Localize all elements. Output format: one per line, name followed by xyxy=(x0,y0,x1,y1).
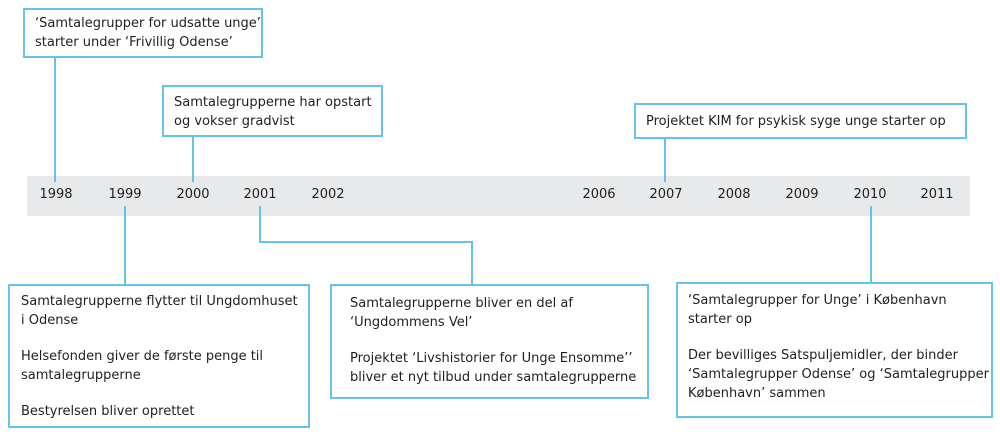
year-label-2009: 2009 xyxy=(785,187,819,202)
year-label-2006: 2006 xyxy=(582,187,616,202)
connector-2010 xyxy=(870,206,872,284)
year-label-2002: 2002 xyxy=(311,187,345,202)
event-2001-line-4: bliver et nyt tilbud under samtalegruppe… xyxy=(350,370,637,385)
event-2001-line-1: Samtalegrupperne bliver en del af xyxy=(350,296,573,311)
year-label-2001: 2001 xyxy=(243,187,277,202)
event-2000-line-2: og vokser gradvist xyxy=(174,114,295,129)
connector-2001-run xyxy=(259,241,473,243)
connector-1999 xyxy=(124,206,126,286)
event-1998-text: ‘Samtalegrupper for udsatte unge’ starte… xyxy=(35,14,261,52)
event-1999-line-4: samtalegrupperne xyxy=(21,368,141,383)
event-2010-line-5: København’ sammen xyxy=(688,386,826,401)
event-1999-line-5: Bestyrelsen bliver oprettet xyxy=(21,404,195,419)
event-2010-line-1: ‘Samtalegrupper for Unge’ i København xyxy=(688,293,947,308)
event-1999-line-1: Samtalegrupperne flytter til Ungdomhuset xyxy=(21,294,298,309)
event-box-2000: Samtalegrupperne har opstart og vokser g… xyxy=(162,85,383,137)
event-1998-line-1: ‘Samtalegrupper for udsatte unge’ xyxy=(35,16,261,31)
year-label-1998: 1998 xyxy=(39,187,73,202)
event-2010-para-2: Der bevilliges Satspuljemidler, der bind… xyxy=(688,346,989,403)
event-1999-para-2: Helsefonden giver de første penge til sa… xyxy=(21,347,297,385)
event-box-2001: Samtalegrupperne bliver en del af ‘Ungdo… xyxy=(330,284,649,399)
connector-1998 xyxy=(54,56,56,182)
event-2007-line-1: Projektet KIM for psykisk syge unge star… xyxy=(646,114,946,129)
timeline-band xyxy=(27,176,970,216)
event-1999-para-3: Bestyrelsen bliver oprettet xyxy=(21,402,297,421)
event-2000-text: Samtalegrupperne har opstart og vokser g… xyxy=(174,93,372,131)
connector-2001-drop xyxy=(259,206,261,242)
event-2000-line-1: Samtalegrupperne har opstart xyxy=(174,95,372,110)
year-label-2000: 2000 xyxy=(176,187,210,202)
year-label-2011: 2011 xyxy=(920,187,954,202)
event-2001-line-2: ‘Ungdommens Vel’ xyxy=(350,315,473,330)
year-label-2007: 2007 xyxy=(649,187,683,202)
connector-2007 xyxy=(664,137,666,182)
connector-2000 xyxy=(192,135,194,182)
event-1999-line-2: i Odense xyxy=(21,313,79,328)
event-1999-para-1: Samtalegrupperne flytter til Ungdomhuset… xyxy=(21,292,298,330)
event-2010-line-2: starter op xyxy=(688,312,752,327)
event-box-2007: Projektet KIM for psykisk syge unge star… xyxy=(634,103,967,139)
event-1999-line-3: Helsefonden giver de første penge til xyxy=(21,349,264,364)
event-2001-para-1: Samtalegrupperne bliver en del af ‘Ungdo… xyxy=(350,294,629,332)
year-label-1999: 1999 xyxy=(108,187,142,202)
event-2010-line-3: Der bevilliges Satspuljemidler, der bind… xyxy=(688,348,959,363)
event-2010-para-1: ‘Samtalegrupper for Unge’ i København st… xyxy=(688,291,981,329)
year-label-2010: 2010 xyxy=(853,187,887,202)
event-box-1999: Samtalegrupperne flytter til Ungdomhuset… xyxy=(8,284,310,428)
year-label-2008: 2008 xyxy=(717,187,751,202)
event-box-2010: ‘Samtalegrupper for Unge’ i København st… xyxy=(676,282,993,418)
event-2001-line-3: Projektet ‘Livshistorier for Unge Ensomm… xyxy=(350,351,633,366)
event-2007-text: Projektet KIM for psykisk syge unge star… xyxy=(646,112,955,131)
event-1998-line-2: starter under ‘Frivillig Odense’ xyxy=(35,35,233,50)
connector-2001-rise xyxy=(471,241,473,286)
event-box-1998: ‘Samtalegrupper for udsatte unge’ starte… xyxy=(23,8,263,58)
event-2010-line-4: ‘Samtalegrupper Odense’ og ‘Samtalegrupp… xyxy=(688,367,989,382)
event-2001-para-2: Projektet ‘Livshistorier for Unge Ensomm… xyxy=(350,349,636,387)
